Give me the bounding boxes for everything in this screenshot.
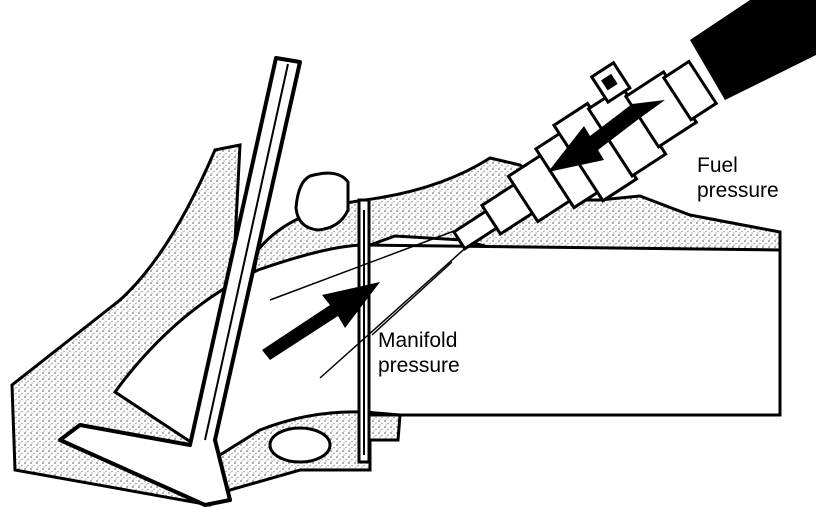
intake-port [112,243,782,460]
manifold-pressure-label: Manifold pressure [378,328,460,378]
spray-line-upper [269,224,471,301]
fuel-pressure-label-line2: pressure [697,179,779,202]
fuel-pressure-label: Fuel pressure [697,153,779,203]
manifold-leader-line [371,261,453,336]
spray-line-lower [319,234,481,379]
intake-valve [58,56,302,507]
water-jacket-cavity [294,171,350,232]
air-flow-arrow [262,282,380,360]
manifold-pressure-label-line2: pressure [378,354,460,377]
manifold-pressure-label-line1: Manifold [378,329,458,352]
fuel-injector [451,59,719,251]
fuel-hose [690,0,816,100]
fuel-pressure-label-line1: Fuel [697,154,738,177]
fuel-flow-arrow [548,100,665,172]
coolant-passage [268,426,332,464]
